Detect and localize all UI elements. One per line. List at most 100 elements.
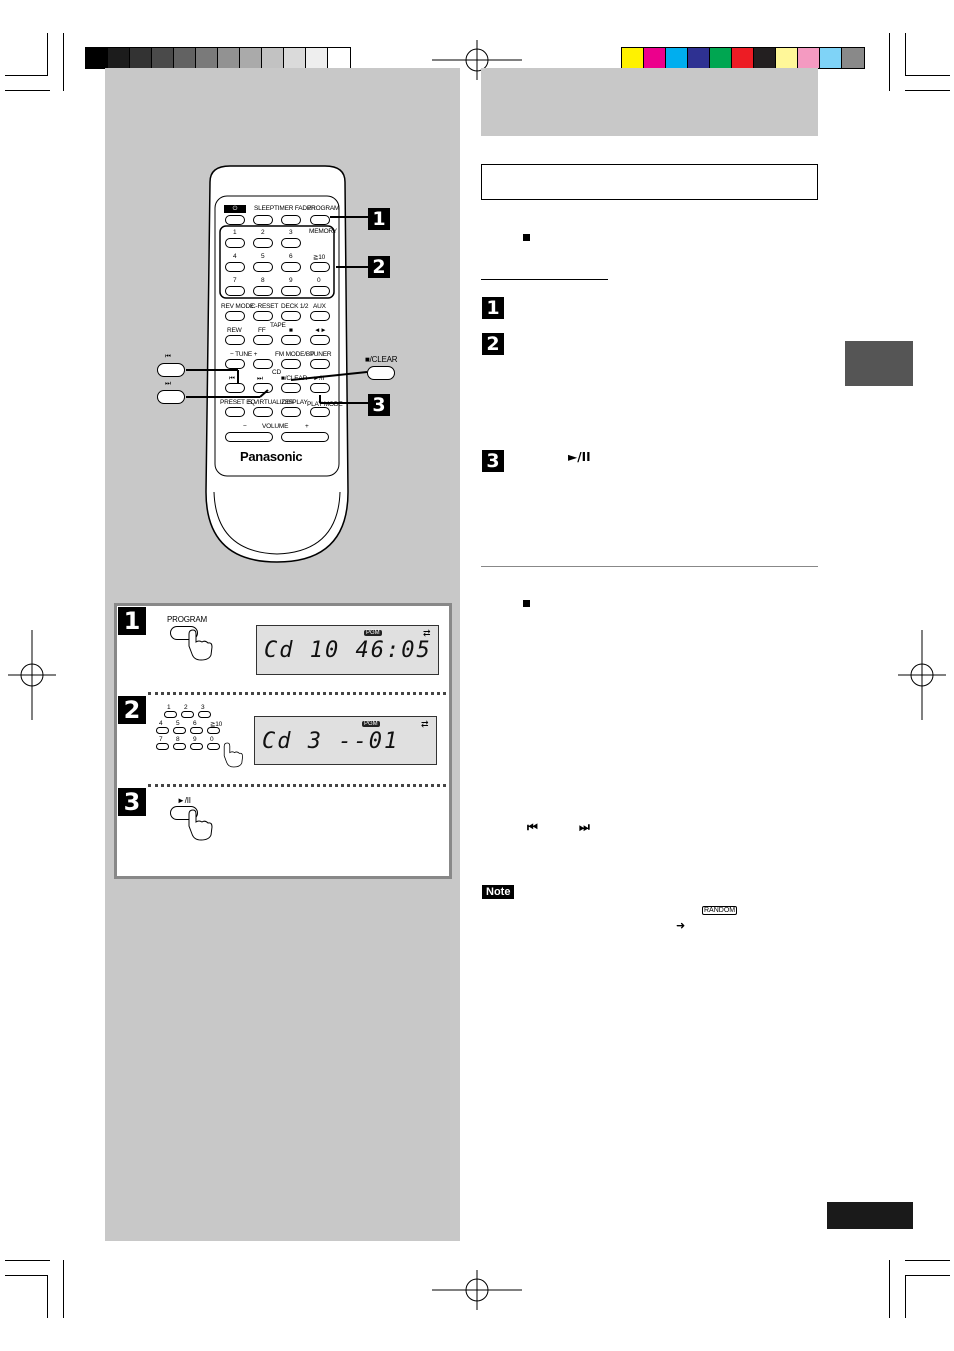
note-badge: Note — [482, 885, 515, 899]
tape-stop-button[interactable] — [281, 335, 301, 345]
keypad-key-button[interactable] — [156, 743, 169, 750]
fm-mode-button[interactable] — [281, 359, 301, 369]
display-step-1 — [256, 625, 439, 675]
rev-mode-button[interactable] — [225, 311, 245, 321]
color-swatch — [86, 48, 108, 68]
keypad-key-button[interactable] — [156, 727, 169, 734]
page-number-tab — [827, 1202, 913, 1229]
random-key-icon: RANDOM — [702, 906, 738, 915]
key-1-button[interactable] — [225, 238, 245, 248]
side-skip-fwd-label: ⏭ — [165, 380, 171, 387]
keypad-key-label: 6 — [193, 720, 197, 727]
remote-callout-2: 2 — [368, 256, 390, 278]
crop-mark — [47, 1275, 48, 1318]
crop-mark — [5, 1275, 47, 1276]
color-swatch — [284, 48, 306, 68]
direction-button[interactable] — [310, 335, 330, 345]
section-rule — [481, 566, 818, 567]
key-10-button[interactable] — [310, 262, 330, 272]
color-swatch — [108, 48, 130, 68]
ff-button[interactable] — [253, 335, 273, 345]
side-skip-fwd-button[interactable] — [157, 390, 185, 404]
side-skip-back-button[interactable] — [157, 363, 185, 377]
aux-label: AUX — [313, 303, 326, 310]
pgm-indicator: PGM — [362, 721, 380, 727]
tape-label: TAPE — [270, 322, 286, 329]
chapter-side-tab — [845, 341, 913, 386]
keypad-key-button[interactable] — [207, 743, 220, 750]
memory-label: MEMORY — [309, 228, 337, 235]
keypad-key-button[interactable] — [190, 727, 203, 734]
remote-power-button[interactable] — [225, 215, 245, 225]
tune-up-button[interactable] — [253, 359, 273, 369]
crop-mark — [47, 33, 48, 76]
play-mode-button[interactable] — [310, 407, 330, 417]
registration-target-icon — [432, 40, 522, 80]
key-4-button[interactable] — [225, 262, 245, 272]
skip-back-button[interactable] — [225, 383, 245, 393]
color-swatch — [262, 48, 284, 68]
timer-fader-label: TIMER FADER — [274, 205, 316, 212]
keypad-key-button[interactable] — [181, 711, 194, 718]
c-reset-button[interactable] — [253, 311, 273, 321]
crop-mark — [905, 1260, 950, 1261]
process-color-bar — [621, 47, 865, 69]
stop-clear-button[interactable] — [281, 383, 301, 393]
key-5-button[interactable] — [253, 262, 273, 272]
power-button[interactable]: ⏻ — [224, 205, 246, 213]
tuner-button[interactable] — [310, 359, 330, 369]
keypad-key-label: 5 — [176, 720, 180, 727]
crop-mark — [5, 90, 50, 91]
preset-eq-button[interactable] — [225, 407, 245, 417]
key-0-button[interactable] — [310, 286, 330, 296]
s-virtualizer-button[interactable] — [253, 407, 273, 417]
aux-button[interactable] — [310, 311, 330, 321]
crop-mark — [889, 1260, 890, 1318]
keypad-key-button[interactable] — [198, 711, 211, 718]
play-pause-button[interactable] — [310, 383, 330, 393]
key-2-button[interactable] — [253, 238, 273, 248]
volume-up-button[interactable] — [281, 432, 329, 442]
key-label: 3 — [289, 229, 293, 236]
key-9-button[interactable] — [281, 286, 301, 296]
key-6-button[interactable] — [281, 262, 301, 272]
play-pause-label: ►/II — [313, 375, 325, 382]
panel-step-2: 2 — [118, 696, 146, 724]
pointing-hand-icon — [188, 629, 213, 661]
remote-program-button[interactable] — [310, 215, 330, 225]
tune-down-button[interactable] — [225, 359, 245, 369]
side-clear-button[interactable] — [367, 366, 395, 380]
c-reset-label: C-RESET — [251, 303, 279, 310]
direction-label: ◄► — [314, 327, 327, 334]
skip-fwd-button[interactable] — [253, 383, 273, 393]
bullet-icon — [523, 234, 530, 241]
pointing-hand-icon — [188, 809, 213, 841]
remote-sleep-button[interactable] — [253, 215, 273, 225]
keypad-key-button[interactable] — [207, 727, 220, 734]
volume-label: VOLUME — [262, 423, 289, 430]
crop-mark — [905, 33, 906, 76]
stop-clear-label: ■/CLEAR — [281, 375, 308, 382]
skip-back-label: ⏮ — [229, 375, 235, 382]
rew-button[interactable] — [225, 335, 245, 345]
deck-button[interactable] — [281, 311, 301, 321]
preset-eq-label: PRESET EQ — [220, 399, 256, 406]
display-label: DISPLAY — [282, 399, 308, 406]
volume-down-button[interactable] — [225, 432, 273, 442]
keypad-key-label: 3 — [201, 704, 205, 711]
color-swatch — [622, 48, 644, 68]
text-step-3: 3 — [482, 450, 504, 472]
keypad-key-button[interactable] — [173, 727, 186, 734]
keypad-key-button[interactable] — [173, 743, 186, 750]
display-step-2 — [254, 716, 437, 765]
remote-timer-button[interactable] — [281, 215, 301, 225]
display-button[interactable] — [281, 407, 301, 417]
keypad-key-button[interactable] — [164, 711, 177, 718]
play-button-label: ►/II — [177, 796, 191, 805]
side-skip-back-label: ⏮ — [165, 353, 171, 360]
key-3-button[interactable] — [281, 238, 301, 248]
skip-back-symbol: ⏮ — [527, 820, 538, 834]
key-7-button[interactable] — [225, 286, 245, 296]
key-8-button[interactable] — [253, 286, 273, 296]
keypad-key-button[interactable] — [190, 743, 203, 750]
